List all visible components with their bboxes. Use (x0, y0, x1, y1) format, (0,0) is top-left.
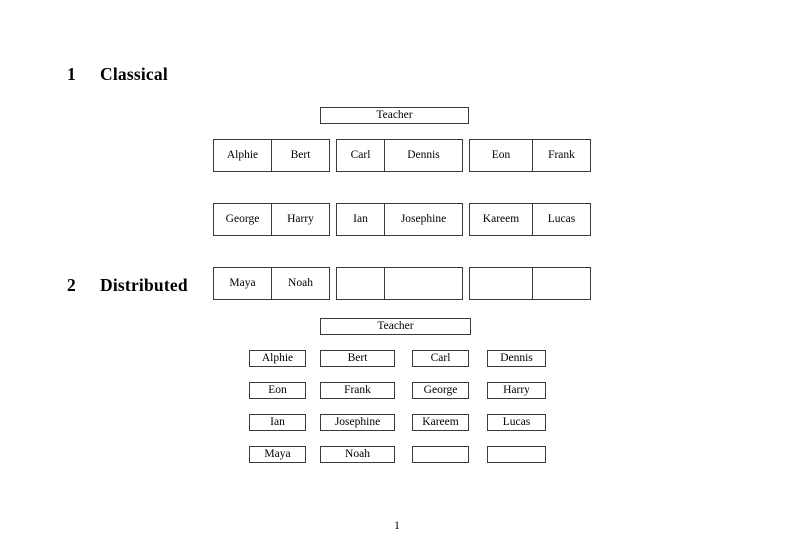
seat-cell: Carl (336, 139, 385, 172)
table-row: Kareem Lucas (469, 203, 591, 236)
section-heading-distributed: 2 Distributed (67, 275, 188, 296)
seat-cell: Carl (412, 350, 469, 367)
row-spacer (470, 236, 591, 268)
table-row: Eon Frank (469, 139, 591, 172)
seat-cell-empty (336, 267, 385, 300)
row-spacer (337, 236, 463, 268)
row-spacer (337, 172, 463, 204)
seating-group-right-classical: Eon Frank Kareem Lucas (469, 139, 591, 300)
teacher-box-classical: Teacher (320, 107, 469, 124)
table-row (336, 267, 463, 300)
seating-group-middle-classical: Carl Dennis Ian Josephine (336, 139, 463, 300)
seat-cell: Noah (271, 267, 330, 300)
seat-cell: Bert (320, 350, 395, 367)
section-heading-classical: 1 Classical (67, 64, 168, 85)
seat-cell: Kareem (412, 414, 469, 431)
table-row: Carl Dennis (336, 139, 463, 172)
seat-cell: Alphie (213, 139, 272, 172)
seat-cell: Frank (532, 139, 591, 172)
seat-cell: Bert (271, 139, 330, 172)
seat-cell-empty (469, 267, 533, 300)
table-row: Ian Josephine (336, 203, 463, 236)
seat-cell: George (213, 203, 272, 236)
seat-cell: Harry (487, 382, 546, 399)
teacher-box-distributed: Teacher (320, 318, 471, 335)
section-number: 1 (67, 64, 76, 84)
seat-cell: Eon (249, 382, 306, 399)
seat-cell: Eon (469, 139, 533, 172)
seat-cell: George (412, 382, 469, 399)
section-title: Distributed (100, 275, 188, 295)
table-row: Maya Noah (213, 267, 330, 300)
table-row: George Harry (213, 203, 330, 236)
seat-cell: Frank (320, 382, 395, 399)
seat-cell: Josephine (384, 203, 463, 236)
table-row: Alphie Bert (213, 139, 330, 172)
row-spacer (214, 172, 330, 204)
seat-cell: Dennis (384, 139, 463, 172)
seat-cell: Kareem (469, 203, 533, 236)
seat-cell: Noah (320, 446, 395, 463)
seat-cell: Alphie (249, 350, 306, 367)
seat-cell-empty (384, 267, 463, 300)
row-spacer (470, 172, 591, 204)
seat-cell-empty (532, 267, 591, 300)
seat-cell: Maya (213, 267, 272, 300)
seat-cell-empty (487, 446, 546, 463)
row-spacer (214, 236, 330, 268)
section-number: 2 (67, 275, 76, 295)
seat-cell: Harry (271, 203, 330, 236)
seat-cell: Lucas (487, 414, 546, 431)
seat-cell: Ian (249, 414, 306, 431)
seat-cell: Josephine (320, 414, 395, 431)
seat-cell: Dennis (487, 350, 546, 367)
section-title: Classical (100, 64, 168, 84)
seat-cell: Ian (336, 203, 385, 236)
seat-cell: Lucas (532, 203, 591, 236)
seat-cell-empty (412, 446, 469, 463)
seating-group-left-classical: Alphie Bert George Harry Maya Noah (213, 139, 330, 300)
page-number: 1 (394, 520, 400, 532)
seat-cell: Maya (249, 446, 306, 463)
table-row (469, 267, 591, 300)
